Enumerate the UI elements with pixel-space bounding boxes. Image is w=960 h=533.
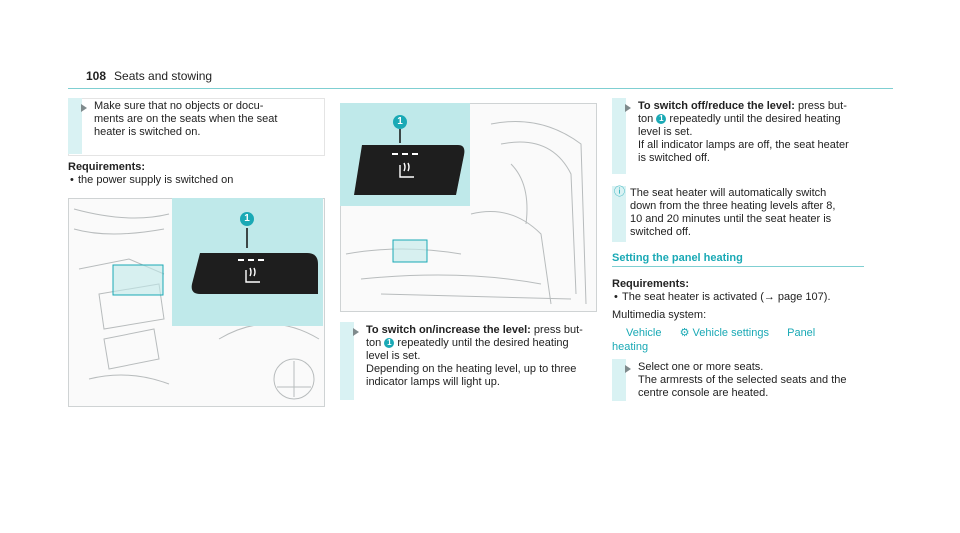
- nav-heating[interactable]: heating: [612, 341, 649, 353]
- step-text: Select one or more seats.: [638, 361, 764, 373]
- step-text: level is set.: [366, 350, 421, 362]
- page-title: Seats and stowing: [114, 69, 213, 83]
- step-text: ton: [366, 337, 385, 349]
- step-text: centre console are heated.: [638, 387, 769, 399]
- seat-drawing: [345, 121, 587, 305]
- step-text: is switched off.: [638, 152, 710, 164]
- select-seats-step: Select one or more seats. The armrests o…: [638, 361, 868, 400]
- step-text: indicator lamps will light up.: [366, 376, 500, 388]
- info-text: The seat heater will automatically switc…: [630, 187, 827, 199]
- button-callout-2: 1: [340, 103, 470, 206]
- step-text: If all indicator lamps are off, the seat…: [638, 139, 849, 151]
- step-text: repeatedly until the desired heating: [666, 113, 841, 125]
- step-text: press but-: [794, 100, 847, 112]
- page-number: 108: [86, 69, 107, 83]
- nav-path: Vehicle ⚙ Vehicle settings Panel: [626, 327, 815, 340]
- nav-panel[interactable]: Panel: [787, 327, 816, 339]
- step-text: The armrests of the selected seats and t…: [638, 374, 847, 386]
- nav-vehicle[interactable]: Vehicle: [626, 327, 662, 339]
- seat-heater-button-drawing-2: [354, 129, 465, 195]
- step-arrow-icon: [625, 104, 631, 112]
- seat-heater-button-drawing: [191, 228, 318, 294]
- step-title: To switch off/reduce the level:: [638, 100, 795, 112]
- step-arrow-icon: [353, 328, 359, 336]
- settings-wrench-icon: ⚙: [679, 327, 690, 339]
- requirements-label: Requirements:: [612, 278, 690, 290]
- step-text: repeatedly until the desired heating: [394, 337, 569, 349]
- info-note: The seat heater will automatically switc…: [630, 187, 865, 239]
- info-text: switched off.: [630, 226, 691, 238]
- page-header: 108 Seats and stowing: [86, 70, 212, 83]
- info-icon: ⓘ: [614, 186, 625, 198]
- step-text: level is set.: [638, 126, 693, 138]
- step-arrow-icon: [81, 104, 87, 112]
- step-title: To switch on/increase the level:: [366, 324, 531, 336]
- requirements-label: Requirements:: [68, 161, 146, 173]
- step-bar-select-seats: [612, 359, 626, 401]
- switch-on-step: To switch on/increase the level: press b…: [366, 324, 596, 389]
- switch-off-step: To switch off/reduce the level: press bu…: [638, 100, 868, 165]
- nav-vehicle-settings[interactable]: Vehicle settings: [692, 327, 769, 339]
- callout-number-badge: 1: [240, 212, 254, 226]
- step-text: Depending on the heating level, up to th…: [366, 363, 577, 375]
- step-text: press but-: [530, 324, 583, 336]
- section-heading: Setting the panel heating: [612, 252, 743, 264]
- step-bar-switch-on: [340, 322, 354, 400]
- button-number-badge: 1: [384, 338, 395, 349]
- step-text: ton: [638, 113, 657, 125]
- callout-number-badge-2: 1: [393, 115, 407, 129]
- multimedia-label: Multimedia system:: [612, 309, 707, 321]
- button-callout: 1: [172, 198, 323, 326]
- step-bar-switch-off: [612, 98, 626, 174]
- info-text: down from the three heating levels after…: [630, 200, 836, 212]
- step-arrow-icon: [625, 365, 631, 373]
- requirement-item: The seat heater is activated (→ page 107…: [614, 291, 830, 304]
- info-bar: [612, 186, 626, 242]
- door-panel-drawing: [73, 208, 320, 400]
- requirement-item: the power supply is switched on: [70, 174, 233, 187]
- header-divider: [68, 88, 893, 89]
- info-text: 10 and 20 minutes until the seat heater …: [630, 213, 832, 225]
- note-text: Make sure that no objects or docu- ments…: [94, 100, 278, 138]
- note-step-bar: [68, 98, 82, 154]
- button-number-badge: 1: [656, 114, 667, 125]
- section-divider: [612, 266, 864, 267]
